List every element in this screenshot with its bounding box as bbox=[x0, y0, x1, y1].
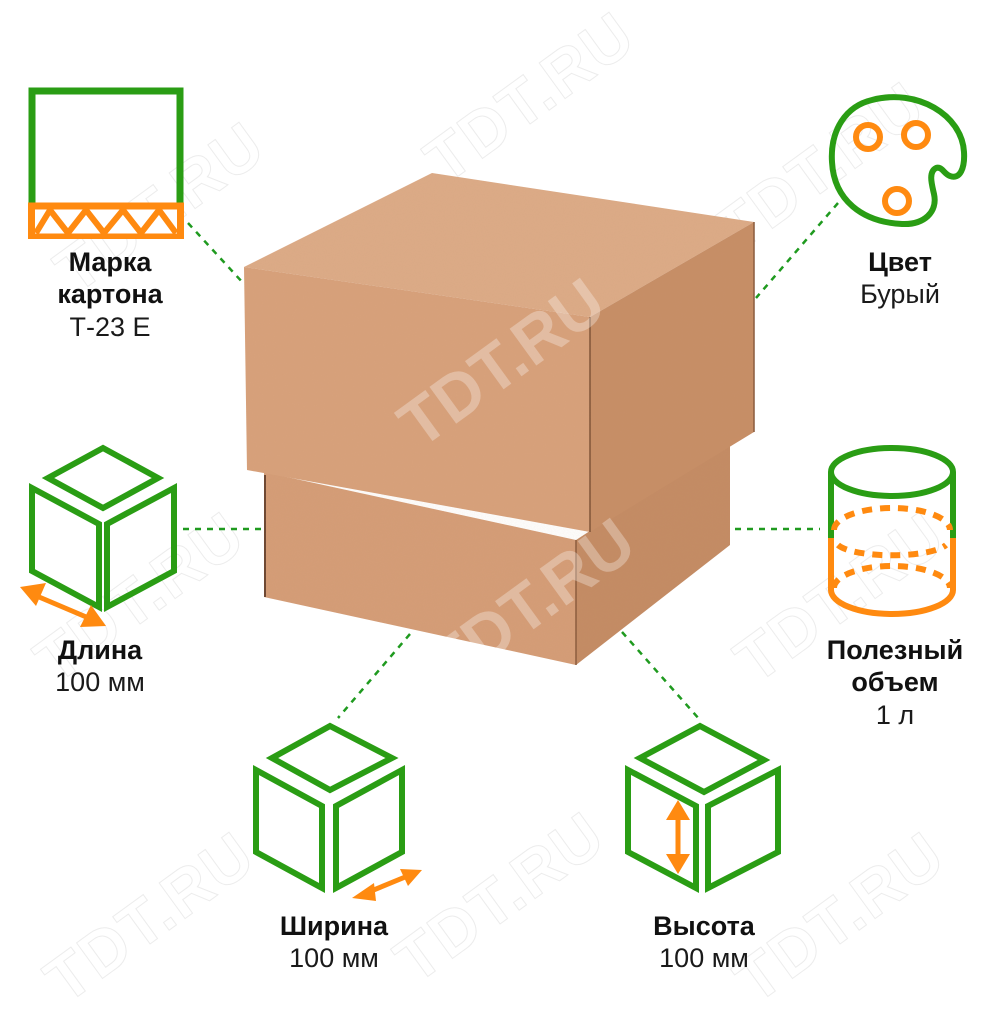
feature-value: 1 л bbox=[875, 699, 915, 730]
feature-value: 100 мм bbox=[659, 943, 749, 974]
connector-height bbox=[621, 631, 701, 721]
feature-height: Высота 100 мм bbox=[614, 910, 794, 975]
palette-icon bbox=[828, 94, 968, 228]
feature-value: Т-23 Е bbox=[69, 311, 151, 342]
feature-width: Ширина 100 мм bbox=[244, 910, 424, 975]
feature-title: картона bbox=[57, 279, 163, 310]
feature-title: Длина bbox=[57, 635, 143, 665]
cube-height-icon bbox=[625, 722, 781, 893]
feature-board-grade: Марка картона Т-23 Е bbox=[20, 246, 200, 343]
feature-title: Высота bbox=[653, 911, 755, 941]
corrugated-board-icon bbox=[28, 87, 184, 239]
cylinder-volume-icon bbox=[828, 445, 956, 617]
cube-width-icon bbox=[253, 722, 422, 901]
feature-title: объем bbox=[851, 667, 939, 698]
connector-color bbox=[755, 202, 839, 299]
feature-title: Полезный bbox=[826, 635, 964, 665]
feature-title: Ширина bbox=[279, 911, 389, 941]
feature-title: Цвет bbox=[868, 247, 932, 277]
feature-value: 100 мм bbox=[289, 943, 379, 974]
feature-title: Марка bbox=[68, 247, 152, 277]
cube-length-icon bbox=[20, 444, 177, 627]
feature-value: 100 мм bbox=[55, 667, 145, 698]
feature-color: Цвет Бурый bbox=[820, 246, 980, 311]
connector-board-grade bbox=[187, 222, 245, 285]
feature-value: Бурый bbox=[860, 279, 940, 310]
feature-length: Длина 100 мм bbox=[10, 634, 190, 699]
feature-volume: Полезный объем 1 л bbox=[800, 634, 990, 731]
